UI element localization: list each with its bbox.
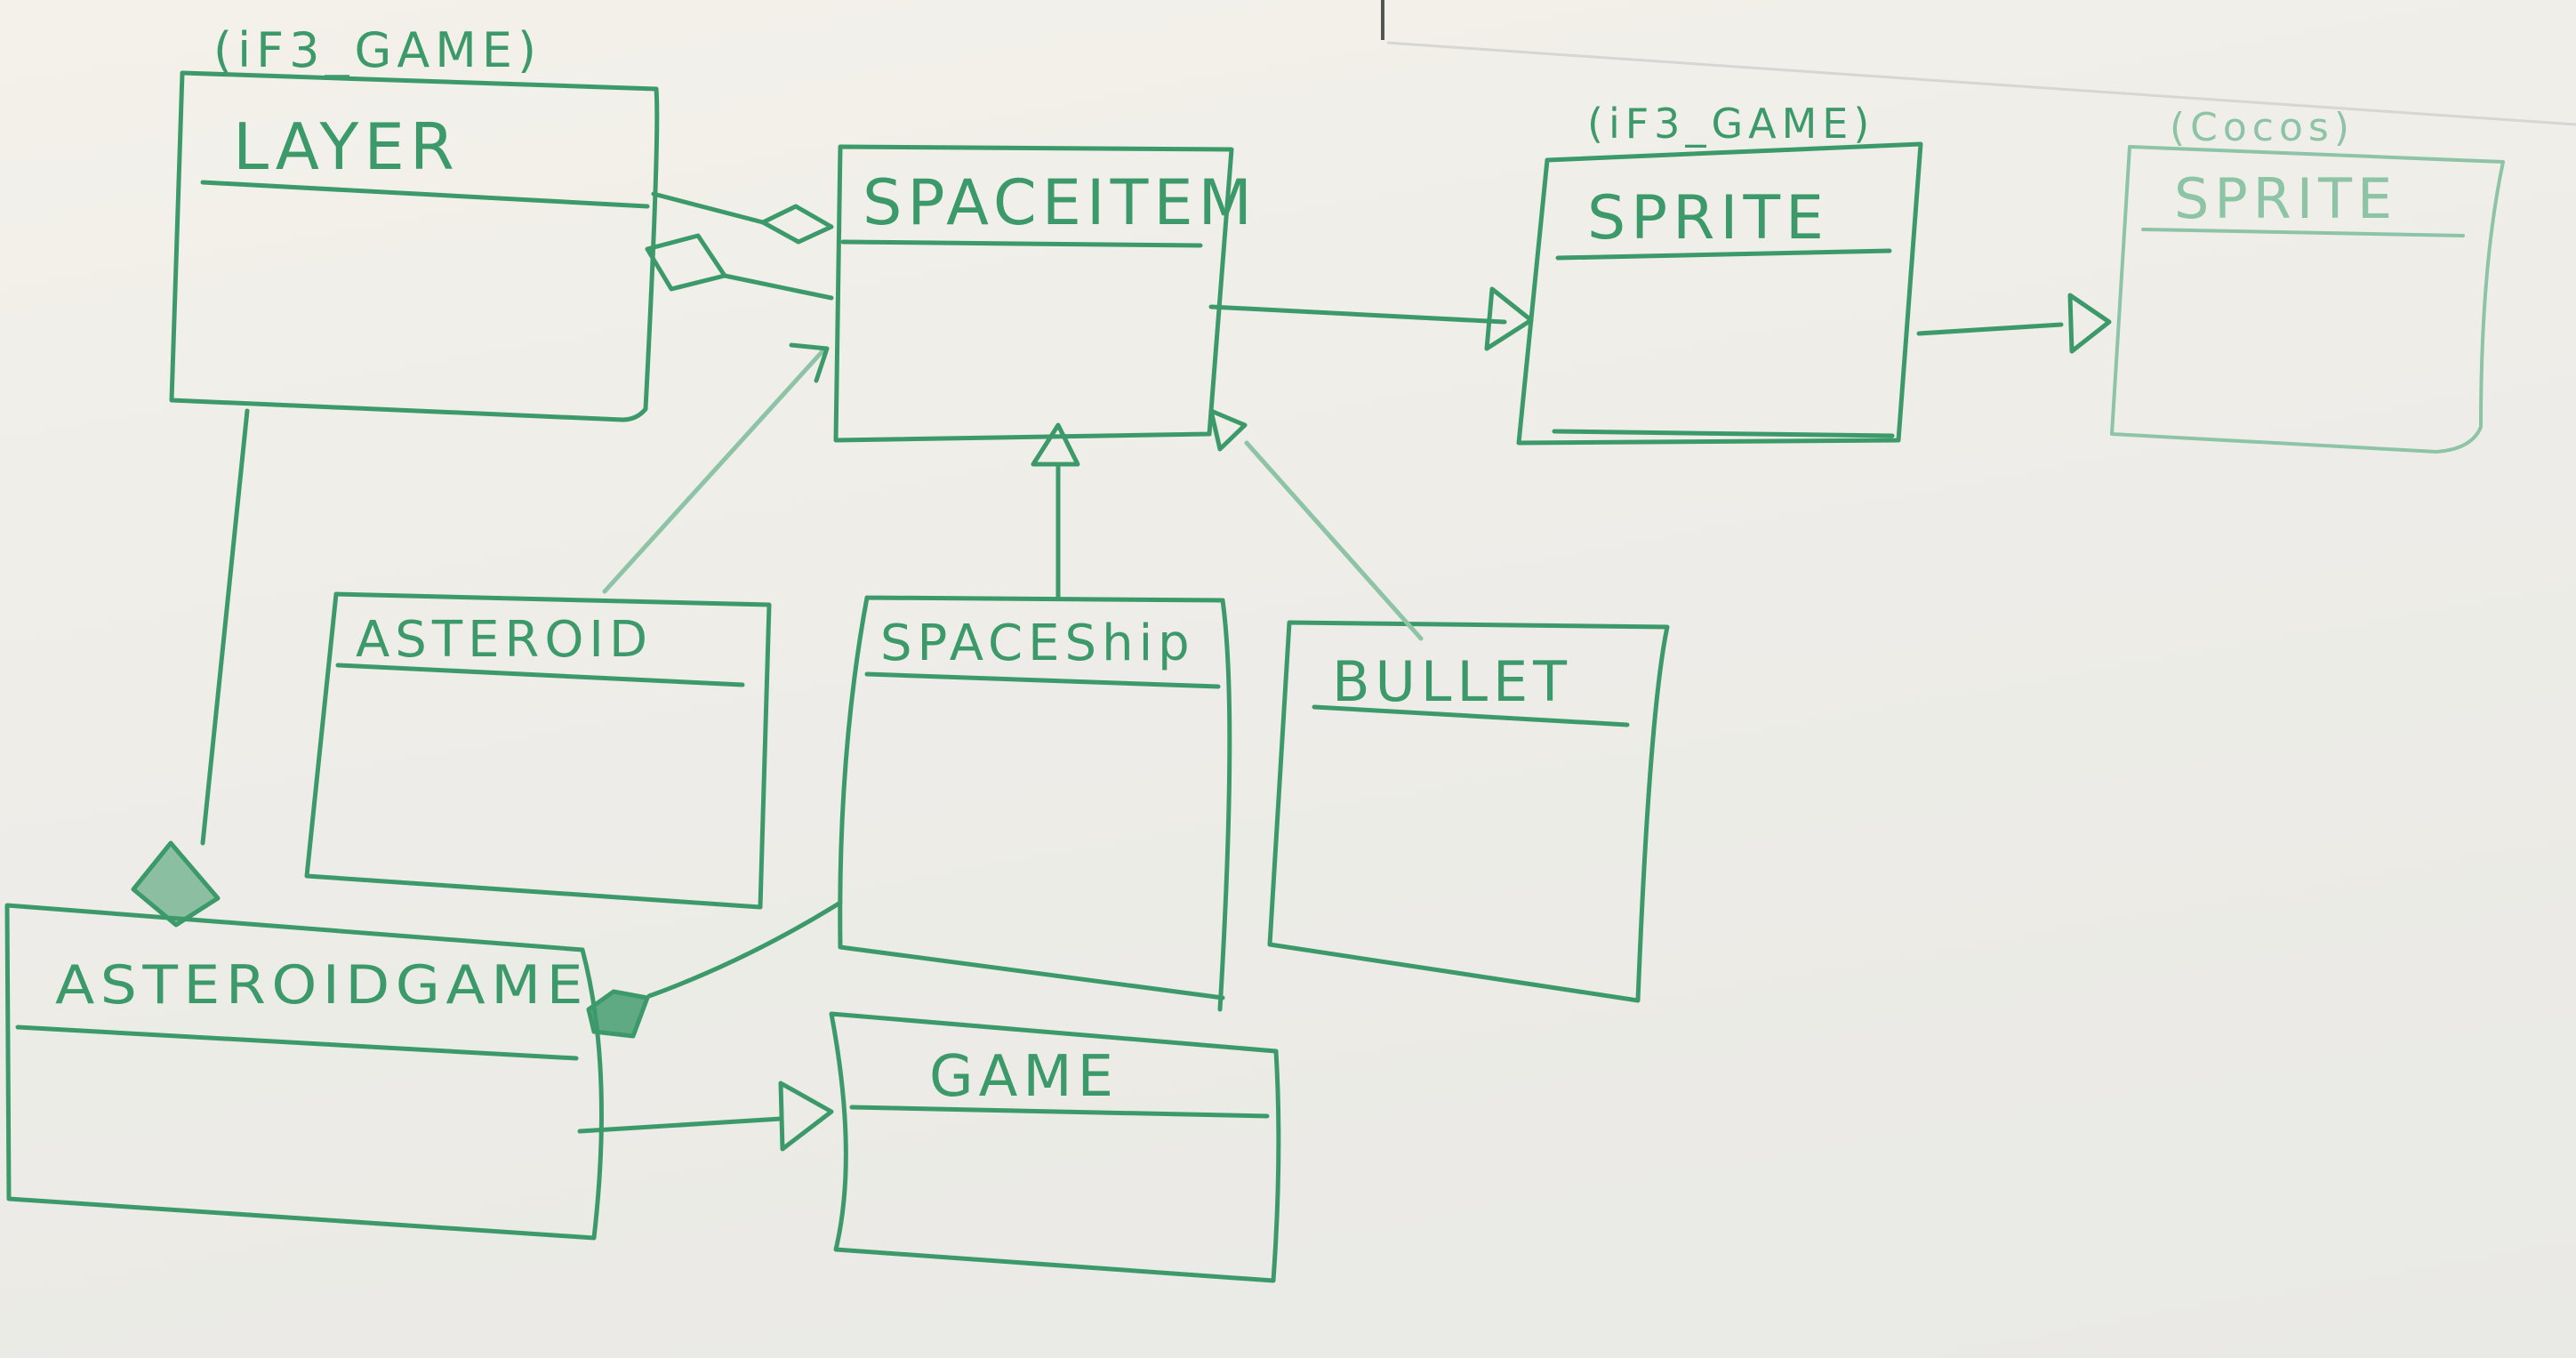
class-layer-divider — [200, 180, 650, 209]
inheritance-arrowhead — [2067, 293, 2112, 354]
composition-diamond — [586, 989, 650, 1039]
class-sprite-if3-box — [1516, 141, 1923, 446]
class-sprite-if3-footer — [1552, 429, 1895, 438]
class-game-divider — [849, 1105, 1270, 1119]
class-sprite-if3-stereotype: (iF3_GAME) — [1587, 100, 1874, 148]
class-bullet-box — [1267, 620, 1670, 1003]
relation-layer-space-item-aggregation-1 — [651, 191, 834, 245]
class-asteroid-divider — [335, 663, 745, 687]
aggregation-diamond — [645, 233, 727, 292]
relation-space-ship-space-item — [1031, 422, 1080, 600]
class-layer-box — [169, 70, 660, 422]
class-layer — [169, 70, 660, 422]
relation-sprite-if3-sprite-cocos — [1916, 293, 2112, 354]
inheritance-arrowhead — [1031, 422, 1080, 467]
class-sprite-cocos — [2110, 145, 2505, 454]
class-sprite-if3-name: SPRITE — [1587, 183, 1829, 253]
class-space-ship-name: SPACEShip — [880, 615, 1195, 672]
class-game — [829, 1011, 1281, 1283]
relation-layer-asteroid-game — [131, 408, 250, 928]
relation-layer-space-item-aggregation-2 — [645, 233, 834, 301]
class-sprite-cocos-box — [2110, 145, 2505, 454]
class-asteroid-game — [4, 903, 604, 1241]
relation-asteroid-game-game — [577, 1081, 834, 1152]
class-bullet-name: BULLET — [1332, 649, 1572, 714]
class-layer-name: LAYER — [233, 109, 460, 184]
relation-bullet-space-item — [1208, 408, 1424, 641]
class-space-item-name: SPACEITEM — [863, 166, 1257, 239]
class-space-ship — [838, 595, 1232, 1012]
class-asteroid — [304, 591, 772, 910]
class-sprite-if3-divider — [1555, 248, 1892, 261]
class-space-item — [833, 144, 1234, 443]
class-asteroid-game-name: ASTEROIDGAME — [55, 954, 589, 1016]
relation-asteroid-space-item — [602, 342, 830, 594]
inheritance-arrowhead — [1484, 286, 1534, 351]
class-sprite-cocos-divider — [2141, 228, 2465, 237]
class-space-item-box — [833, 144, 1234, 443]
inheritance-arrowhead — [789, 342, 830, 383]
class-sprite-if3 — [1516, 141, 1923, 446]
inheritance-arrowhead — [778, 1081, 834, 1152]
relation-space-item-sprite-if3 — [1208, 286, 1534, 351]
class-bullet-divider — [1312, 704, 1630, 727]
inheritance-arrowhead — [1208, 408, 1248, 452]
board-edge — [1386, 41, 2576, 126]
class-bullet — [1267, 620, 1670, 1003]
composition-diamond — [131, 840, 221, 928]
class-game-box — [829, 1011, 1281, 1283]
class-space-item-divider — [840, 239, 1203, 248]
class-space-ship-box — [838, 595, 1232, 1012]
class-asteroid-game-divider — [15, 1025, 579, 1061]
class-asteroid-name: ASTEROID — [356, 611, 653, 669]
class-asteroid-game-box — [4, 903, 604, 1241]
class-sprite-cocos-stereotype: (Cocos) — [2170, 105, 2355, 150]
class-asteroid-box — [304, 591, 772, 910]
class-game-name: GAME — [929, 1044, 1119, 1110]
class-sprite-cocos-name: SPRITE — [2174, 166, 2397, 231]
relation-space-ship-asteroid-game — [586, 900, 843, 1039]
class-layer-stereotype: (iF3_GAME) — [213, 22, 542, 78]
aggregation-diamond — [760, 204, 834, 245]
class-space-ship-divider — [864, 671, 1221, 689]
